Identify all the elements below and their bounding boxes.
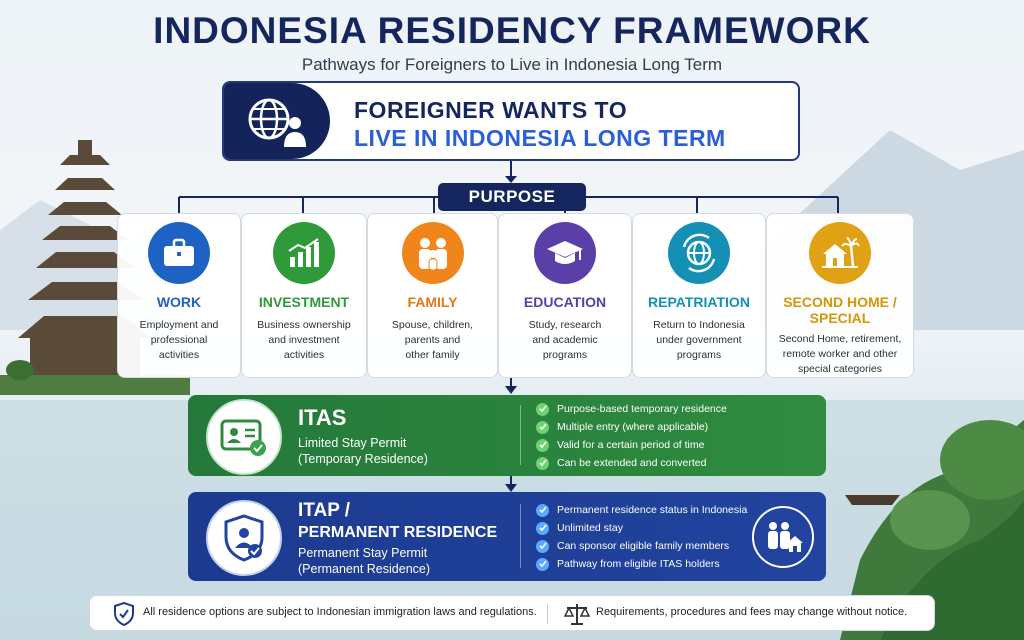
shield-person-check-icon bbox=[206, 500, 282, 576]
check-icon bbox=[536, 521, 549, 535]
goal-line-2: LIVE IN INDONESIA LONG TERM bbox=[354, 125, 726, 151]
house-palm-icon bbox=[809, 222, 871, 284]
family-home-icon bbox=[752, 506, 814, 568]
card-second-home: SECOND HOME / SPECIAL Second Home, retir… bbox=[766, 213, 914, 378]
itap-title-line-2: PERMANENT RESIDENCE bbox=[298, 524, 498, 541]
itap-bullets: Permanent residence status in Indonesia … bbox=[536, 501, 747, 573]
list-item: Purpose-based temporary residence bbox=[536, 400, 727, 418]
check-icon bbox=[536, 539, 549, 553]
check-icon bbox=[536, 420, 549, 434]
goal-line-1: FOREIGNER WANTS TO bbox=[354, 97, 628, 123]
list-item: Pathway from eligible ITAS holders bbox=[536, 555, 747, 573]
itap-panel: ITAP / PERMANENT RESIDENCE Permanent Sta… bbox=[188, 492, 826, 581]
page-subtitle: Pathways for Foreigners to Live in Indon… bbox=[301, 55, 723, 74]
list-item: Valid for a certain period of time bbox=[536, 436, 727, 454]
check-icon bbox=[536, 503, 549, 517]
graduation-cap-icon bbox=[534, 222, 596, 284]
divider bbox=[520, 405, 521, 465]
check-icon bbox=[536, 456, 549, 470]
footer-right-text: Requirements, procedures and fees may ch… bbox=[596, 606, 908, 618]
list-item: Can be extended and converted bbox=[536, 454, 727, 472]
list-item: Unlimited stay bbox=[536, 519, 747, 537]
briefcase-icon bbox=[148, 222, 210, 284]
check-icon bbox=[536, 438, 549, 452]
itas-panel: ITAS Limited Stay Permit(Temporary Resid… bbox=[188, 395, 826, 476]
itap-title: ITAP / bbox=[298, 500, 351, 521]
check-icon bbox=[536, 557, 549, 571]
itas-title: ITAS bbox=[298, 405, 347, 430]
card-description: Second Home, retirement,remote worker an… bbox=[778, 333, 902, 375]
list-item: Can sponsor eligible family members bbox=[536, 537, 747, 555]
itas-subtitle: Limited Stay Permit(Temporary Residence) bbox=[298, 436, 428, 466]
card-title: SECOND HOME / SPECIAL bbox=[783, 294, 897, 326]
foreigner-goal-box: FOREIGNER WANTS TO LIVE IN INDONESIA LON… bbox=[222, 81, 800, 161]
divider bbox=[547, 604, 548, 624]
card-title: WORK bbox=[156, 294, 202, 310]
shield-check-icon bbox=[113, 601, 135, 631]
list-item: Permanent residence status in Indonesia bbox=[536, 501, 747, 519]
divider bbox=[520, 504, 521, 568]
itas-bullets: Purpose-based temporary residence Multip… bbox=[536, 400, 727, 472]
globe-arrows-icon bbox=[668, 222, 730, 284]
card-title: EDUCATION bbox=[523, 294, 607, 310]
family-icon bbox=[401, 222, 464, 284]
scales-icon bbox=[563, 602, 591, 631]
card-title: FAMILY bbox=[407, 294, 458, 310]
card-title: INVESTMENT bbox=[258, 294, 350, 310]
list-item: Multiple entry (where applicable) bbox=[536, 418, 727, 436]
footer-left-text: All residence options are subject to Ind… bbox=[143, 606, 537, 618]
purpose-label: PURPOSE bbox=[438, 183, 586, 211]
check-icon bbox=[536, 402, 549, 416]
page-title: INDONESIA RESIDENCY FRAMEWORK bbox=[153, 10, 871, 51]
growth-chart-icon bbox=[273, 222, 335, 284]
itap-subtitle: Permanent Stay Permit(Permanent Residenc… bbox=[298, 546, 431, 576]
globe-person-icon bbox=[224, 83, 330, 159]
card-title: REPATRIATION bbox=[648, 294, 750, 310]
footer-disclaimer: All residence options are subject to Ind… bbox=[89, 595, 935, 631]
id-card-check-icon bbox=[206, 399, 282, 475]
